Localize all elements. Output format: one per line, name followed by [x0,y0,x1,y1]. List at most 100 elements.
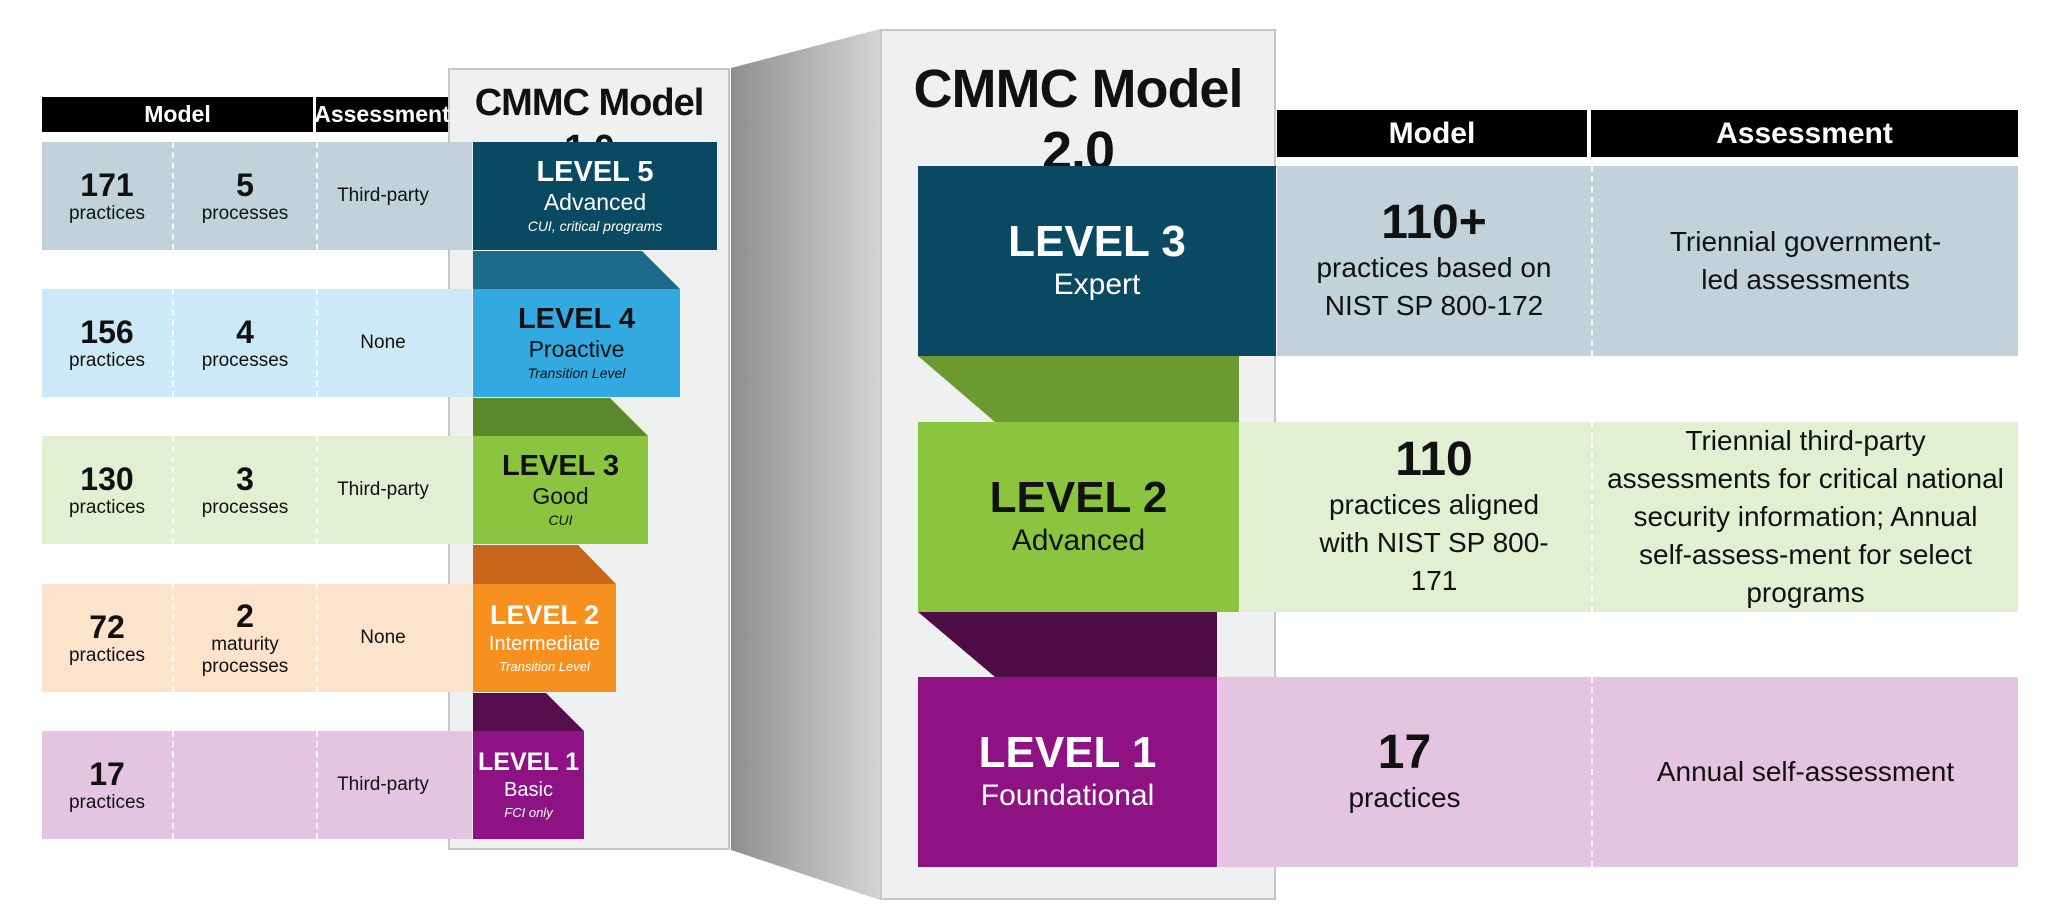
model-1-practices-cell: 72 practices [42,584,172,692]
assessment-description: Triennial third-party assessments for cr… [1607,425,2004,608]
model-1-header-model: Model [42,97,313,132]
level-name: Proactive [528,336,625,362]
level-description: CUI [548,512,573,528]
model-2-assessment-cell: Triennial government-led assessments [1591,166,2018,356]
level-title: LEVEL 1 [978,728,1157,777]
level-title: LEVEL 5 [536,156,654,188]
practice-count: 17 [1377,726,1432,779]
model-1-assessment-cell: Third-party [316,142,448,250]
model-2-row-level-1 [1218,677,2018,867]
model-1-processes-cell: 2 maturity processes [172,584,316,692]
practices-label: practices [68,792,146,813]
assessment-description: Triennial government-led assessments [1669,226,1942,295]
model-1-level-4-box: LEVEL 4 Proactive Transition Level [473,289,680,397]
level-name: Intermediate [488,633,601,655]
processes-count: 3 [236,461,254,497]
model-2-model-cell: 110 practices aligned with NIST SP 800-1… [1277,422,1591,612]
model-1-level-3-box: LEVEL 3 Good CUI [473,436,648,544]
practice-count: 110+ [1381,196,1487,249]
level-description: FCI only [504,805,553,820]
model-1-practices-cell: 171 practices [42,142,172,250]
level-description: CUI, critical programs [527,218,663,234]
processes-label: processes [201,350,289,371]
level-description: Transition Level [527,365,626,381]
level-name: Expert [1053,268,1141,301]
level-name: Basic [504,779,553,801]
practices-count: 130 [80,461,134,497]
model-2-model-cell: 17 practices [1218,677,1591,867]
assessment-value: None [360,627,406,648]
model-1-processes-cell: 4 processes [172,289,316,397]
level-name: Advanced [1011,524,1146,557]
model-1-assessment-cell: None [316,289,448,397]
model-2-row-level-3 [1277,166,2018,356]
connector-3-2 [473,545,616,584]
model-1-level-2-box: LEVEL 2 Intermediate Transition Level [473,584,616,692]
practice-count: 110 [1395,433,1473,486]
practice-description: practices based on NIST SP 800-172 [1316,252,1552,321]
model-2-header-model: Model [1277,110,1587,157]
level-name: Good [532,483,589,509]
model-1-header-assessment: Assessment [314,97,450,132]
practice-description: practices aligned with NIST SP 800-171 [1319,489,1549,596]
model-1-row-level-5 [42,142,472,250]
processes-count: 5 [236,167,254,203]
level-title: LEVEL 1 [478,748,579,776]
connector-5-4 [473,251,680,289]
level-name: Advanced [543,189,647,215]
model-2-title: CMMC Model 2.0 [913,59,1244,181]
processes-count: 4 [236,314,254,350]
model-1-row-level-1 [42,731,472,839]
model-2-header-assessment: Assessment [1591,110,2018,157]
model-1-level-1-box: LEVEL 1 Basic FCI only [473,731,584,839]
practices-label: practices [68,645,146,666]
model-1-practices-cell: 130 practices [42,436,172,544]
processes-label: processes [201,497,289,518]
model-1-assessment-cell: None [316,584,448,692]
model-2-assessment-cell: Annual self-assessment [1591,677,2018,867]
level-name: Foundational [980,779,1155,812]
model-2-level-2-box: LEVEL 2 Advanced [918,422,1239,612]
practice-description: practices [1348,782,1461,813]
processes-count: 2 [236,598,254,634]
processes-label: processes [201,203,289,224]
assessment-description: Annual self-assessment [1656,756,1955,787]
practices-label: practices [68,350,146,371]
level-title: LEVEL 3 [1008,217,1186,266]
practices-count: 17 [89,756,125,792]
model-1-processes-cell: 3 processes [172,436,316,544]
model-2-level-1-box: LEVEL 1 Foundational [918,677,1217,867]
assessment-value: Third-party [337,479,429,500]
practices-label: practices [68,203,146,224]
model-1-row-level-4 [42,289,472,397]
assessment-value: Third-party [337,774,429,795]
connector-4-3 [473,398,648,436]
model-1-practices-cell: 156 practices [42,289,172,397]
assessment-value: None [360,332,406,353]
level-title: LEVEL 2 [989,473,1168,522]
model-2-level-3-box: LEVEL 3 Expert [918,166,1276,356]
level-title: LEVEL 4 [517,303,636,335]
practices-label: practices [68,497,146,518]
model-1-row-level-3 [42,436,472,544]
model-1-level-5-box: LEVEL 5 Advanced CUI, critical programs [473,142,717,250]
level-title: LEVEL 2 [489,600,600,630]
model-1-assessment-cell: Third-party [316,436,448,544]
model-2-model-cell: 110+ practices based on NIST SP 800-172 [1277,166,1591,356]
practices-count: 171 [80,167,134,203]
practices-count: 72 [89,609,125,645]
assessment-value: Third-party [337,185,429,206]
level-description: Transition Level [499,659,590,674]
model-1-practices-cell: 17 practices [42,731,172,839]
model-2-row-level-2 [1240,422,2018,612]
connector-2-1 [473,693,584,731]
model-1-processes-cell [172,731,316,839]
connector-3-2 [918,356,1239,422]
connector-2-1 [918,612,1217,677]
model-1-processes-cell: 5 processes [172,142,316,250]
model-1-row-level-2 [42,584,472,692]
level-title: LEVEL 3 [501,450,620,482]
